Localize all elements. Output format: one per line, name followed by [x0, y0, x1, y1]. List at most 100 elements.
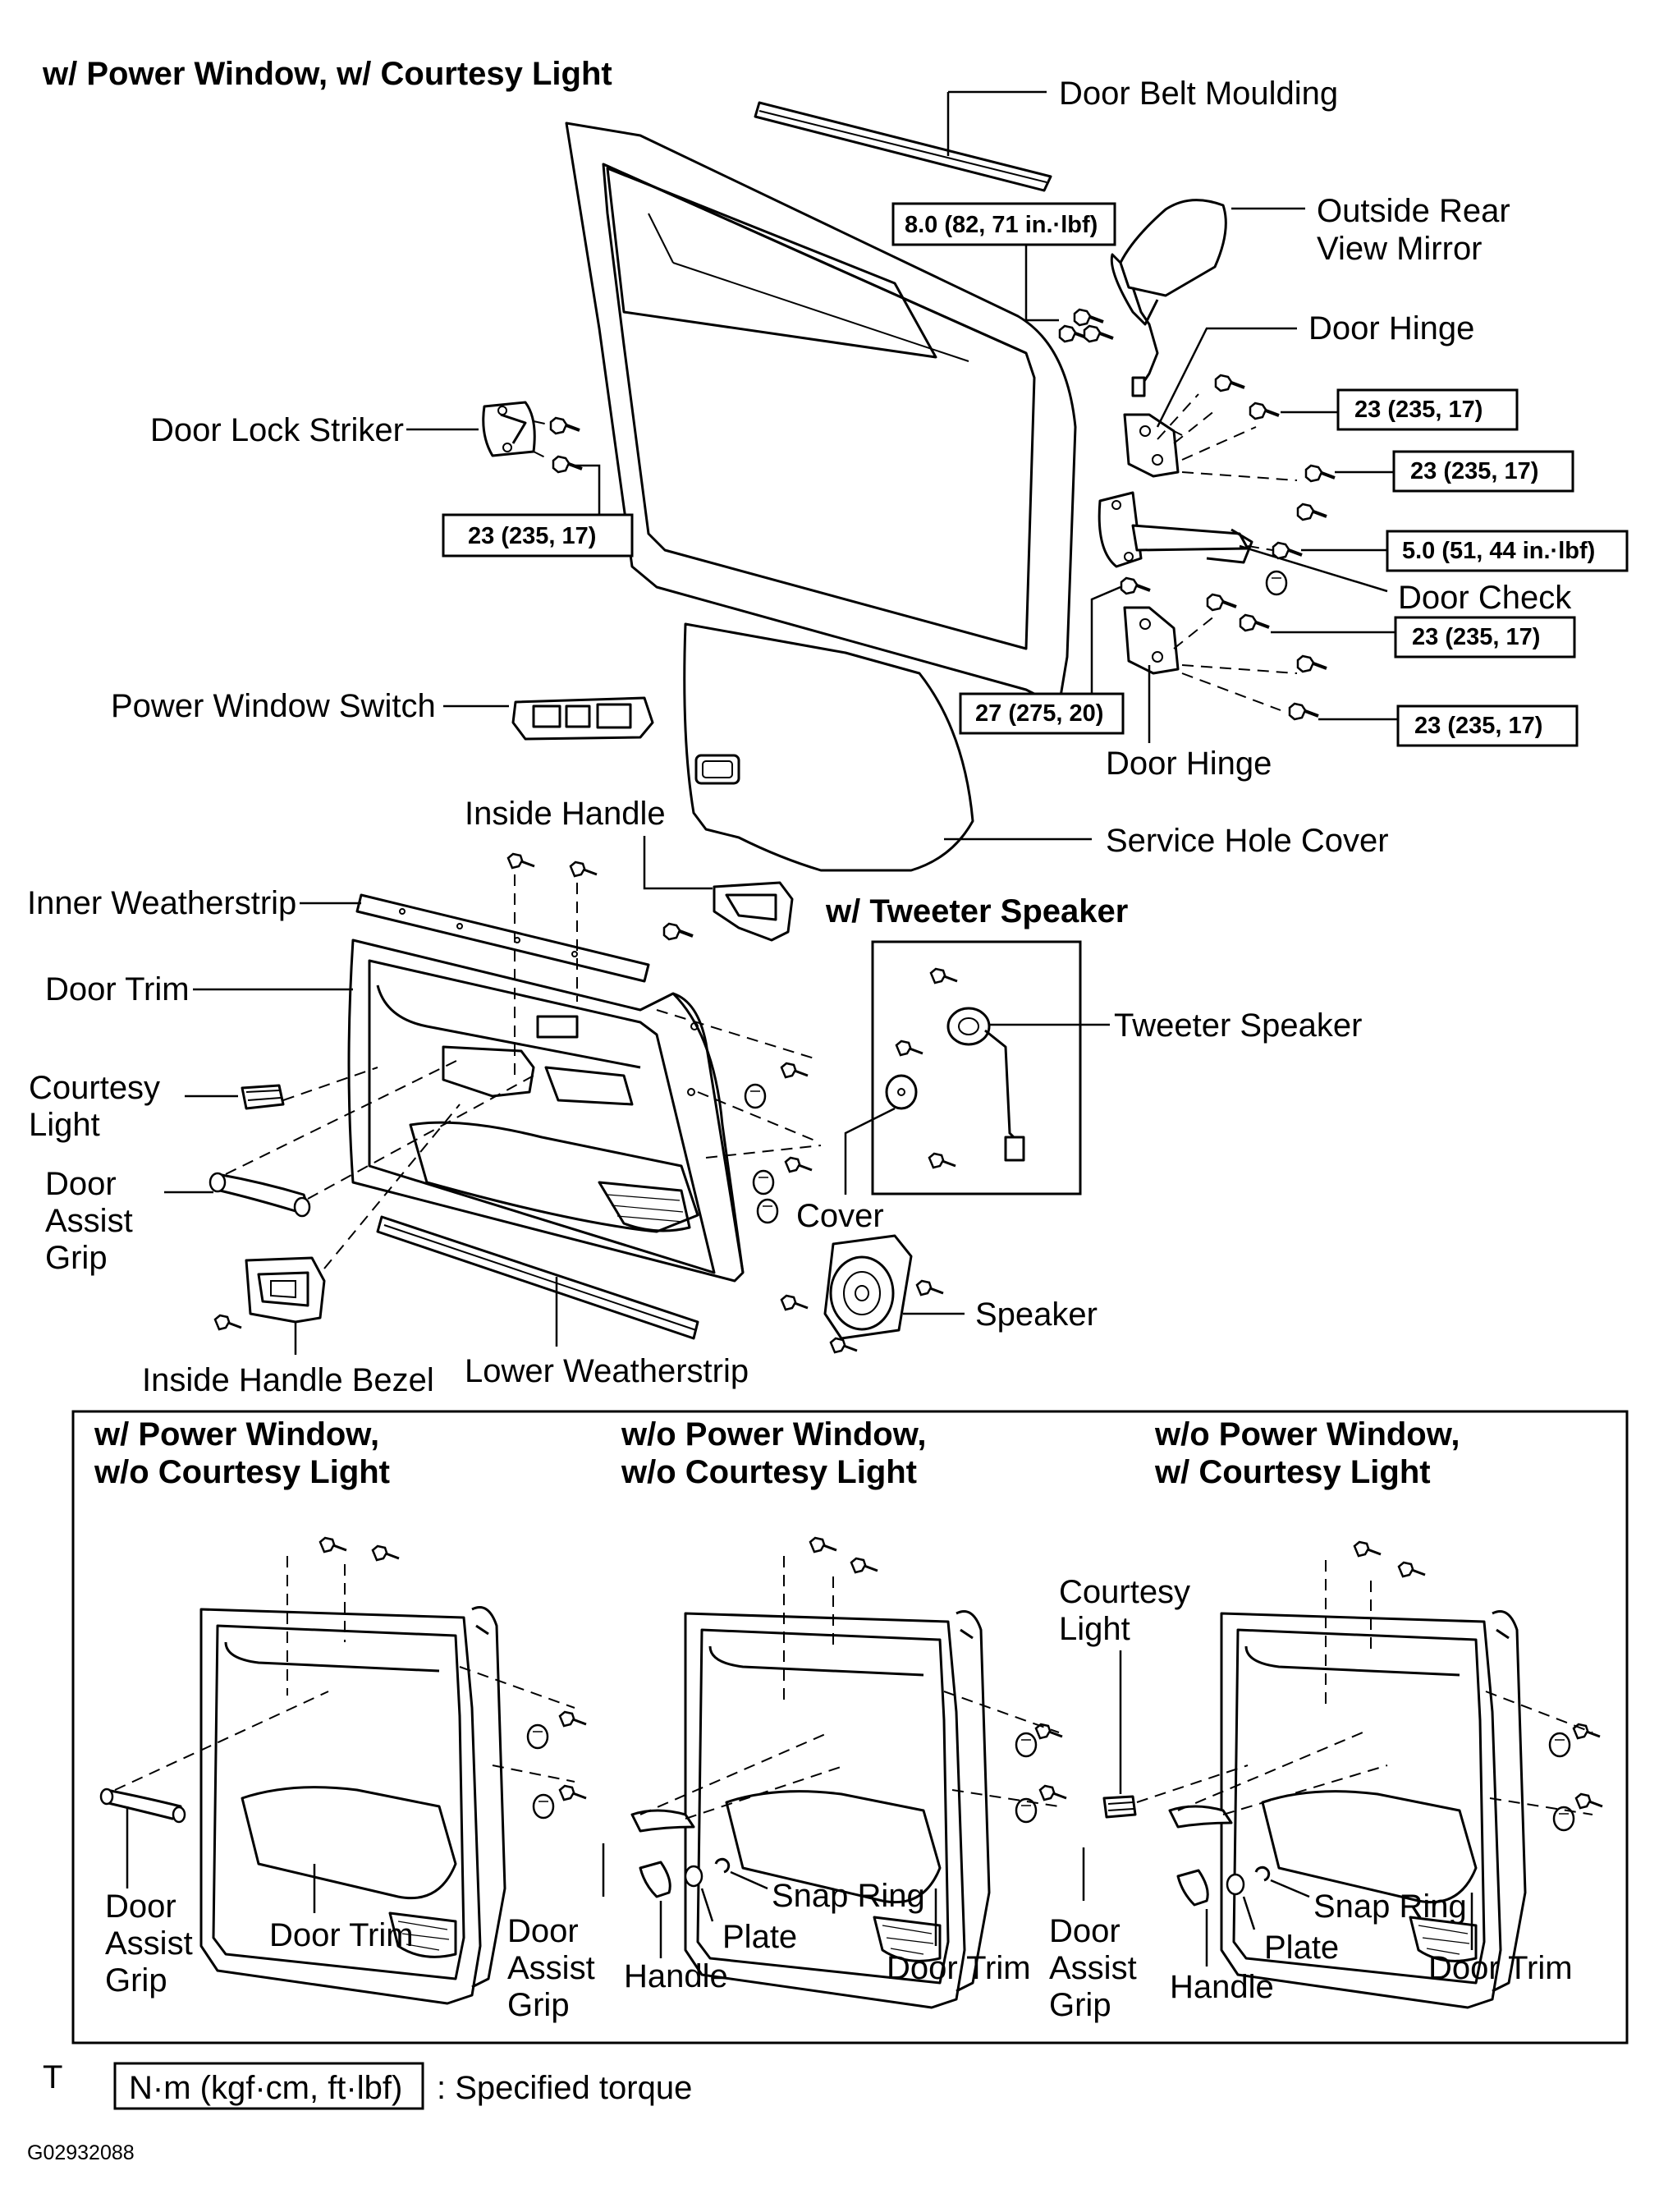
variant-3-plate — [1226, 1873, 1245, 1896]
door-window-opening — [606, 167, 937, 359]
service-hole-cover — [683, 622, 974, 872]
courtesy-light — [241, 1084, 285, 1110]
variant-3-courtesy-2: Light — [1059, 1611, 1130, 1647]
trim-clip — [744, 1083, 767, 1109]
legend-marker: T — [43, 2059, 62, 2095]
grip-label-3: Grip — [45, 1240, 108, 1276]
variant-2-snap-ring-label: Snap Ring — [772, 1878, 925, 1914]
trim-clip — [752, 1169, 775, 1195]
variant-2-screw — [850, 1557, 879, 1574]
torque-striker: 23 (235, 17) — [468, 523, 596, 549]
courtesy-light-label-1: Courtesy — [29, 1070, 160, 1106]
torque-box-hinge-lower-2 — [1396, 704, 1579, 747]
variant-3-handle — [1176, 1869, 1209, 1907]
hinge-bolt — [1249, 402, 1281, 420]
variant-2-clip — [1015, 1732, 1038, 1758]
mirror-bolt — [1073, 308, 1105, 327]
variant-3-header-1: w/o Power Window, — [1154, 1416, 1460, 1452]
variant-2-grip-2: Assist — [507, 1950, 595, 1986]
variant-3-grip-1: Door — [1049, 1913, 1121, 1949]
variant-3-grip-2: Assist — [1049, 1950, 1137, 1986]
check-nut — [1272, 541, 1304, 560]
hinge-lower-bolt — [1296, 654, 1328, 673]
check-nut — [1265, 570, 1288, 596]
legend-text: : Specified torque — [437, 2070, 692, 2106]
variant-3: w/o Power Window, w/ Courtesy Light Cour… — [1049, 1416, 1604, 2023]
inside-handle-screw — [662, 922, 694, 941]
variant-1-door-assist-grip — [99, 1787, 186, 1824]
power-window-switch-label: Power Window Switch — [111, 688, 436, 724]
variant-3-header-2: w/ Courtesy Light — [1154, 1454, 1431, 1490]
hinge-lower-bolt — [1288, 702, 1320, 721]
torque-box-hinge-upper-1 — [1336, 388, 1519, 431]
legend-unit: N·m (kgf·cm, ft·lbf) — [129, 2070, 402, 2106]
legend-unit-box — [113, 2062, 424, 2110]
outside-rear-view-mirror — [1110, 199, 1227, 397]
inside-handle-label: Inside Handle — [465, 796, 666, 832]
variant-1-header-2: w/o Courtesy Light — [94, 1454, 390, 1490]
torque-box-striker — [442, 513, 634, 558]
door-hinge-upper — [1123, 413, 1183, 478]
variant-1: w/ Power Window, w/o Courtesy Light Door… — [94, 1416, 588, 2005]
variant-2: w/o Power Window, w/o Courtesy Light Doo… — [507, 1416, 1068, 2023]
striker-bolt — [549, 416, 581, 435]
trim-screw — [780, 1062, 809, 1079]
door-trim-label: Door Trim — [45, 971, 190, 1007]
variant-3-snap-ring — [1254, 1866, 1271, 1882]
torque-box-hinge-lower-1 — [1394, 616, 1576, 659]
variant-3-handle-label: Handle — [1170, 1969, 1274, 2005]
variant-3-clip — [1548, 1732, 1571, 1758]
hinge-lower-bolt — [1120, 576, 1152, 595]
variant-2-handle-label: Handle — [624, 1958, 728, 1994]
lower-weatherstrip — [376, 1215, 699, 1340]
trim-screw — [569, 860, 598, 878]
door-hinge-lower — [1123, 606, 1180, 675]
speaker-screw — [829, 1337, 859, 1354]
tweeter-screw — [928, 1152, 957, 1169]
trim-screw — [784, 1156, 813, 1173]
variant-1-grip-3: Grip — [105, 1962, 167, 1999]
door-frame — [565, 122, 1077, 708]
hinge-bolt — [1214, 374, 1246, 392]
inner-weatherstrip — [355, 893, 650, 983]
main-header: w/ Power Window, w/ Courtesy Light — [42, 56, 612, 92]
torque-door-check: 5.0 (51, 44 in.·lbf) — [1402, 538, 1595, 564]
door-check-label: Door Check — [1398, 580, 1572, 616]
variant-2-door-trim-label: Door Trim — [887, 1950, 1031, 1986]
variant-1-grip-1: Door — [105, 1888, 176, 1925]
variant-2-grip-1: Door — [507, 1913, 579, 1949]
torque-hinge-upper-1: 23 (235, 17) — [1354, 397, 1483, 423]
torque-mirror: 8.0 (82, 71 in.·lbf) — [905, 212, 1098, 238]
variant-1-screw — [558, 1710, 588, 1728]
variant-2-plate-label: Plate — [722, 1919, 797, 1955]
variant-3-grip-3: Grip — [1049, 1987, 1111, 2023]
lower-weatherstrip-label: Lower Weatherstrip — [465, 1353, 749, 1389]
torque-hinge-upper-2: 23 (235, 17) — [1410, 458, 1538, 484]
courtesy-light-label-2: Light — [29, 1107, 100, 1143]
mirror-label-line1: Outside Rear — [1317, 193, 1510, 229]
torque-box-mirror — [891, 202, 1116, 246]
variant-2-screw — [1038, 1784, 1068, 1801]
variant-1-screw — [558, 1784, 588, 1801]
grip-label-2: Assist — [45, 1203, 133, 1239]
variant-3-plate-label: Plate — [1264, 1930, 1339, 1966]
variant-1-screw — [319, 1536, 348, 1553]
door-check — [1098, 491, 1253, 568]
speaker-label: Speaker — [975, 1296, 1098, 1333]
cover-label: Cover — [796, 1198, 884, 1234]
tweeter-screw — [929, 967, 959, 984]
striker-bolt — [552, 455, 584, 474]
door-hinge-lower-label: Door Hinge — [1106, 746, 1272, 782]
variant-3-screw — [1397, 1561, 1427, 1578]
service-hole-cover-label: Service Hole Cover — [1106, 823, 1389, 859]
torque-hinge-lower-1: 23 (235, 17) — [1412, 624, 1540, 650]
variant-3-screw — [1574, 1792, 1604, 1810]
variant-3-snap-ring-label: Snap Ring — [1313, 1888, 1467, 1925]
torque-box-door-check — [1386, 530, 1629, 572]
variant-1-clip — [532, 1793, 555, 1820]
tweeter-cover — [885, 1074, 918, 1110]
torque-box-body-side — [959, 692, 1125, 735]
door-belt-moulding-label: Door Belt Moulding — [1059, 76, 1338, 112]
variant-3-courtesy-light — [1102, 1795, 1137, 1819]
inner-weatherstrip-label: Inner Weatherstrip — [27, 885, 296, 921]
